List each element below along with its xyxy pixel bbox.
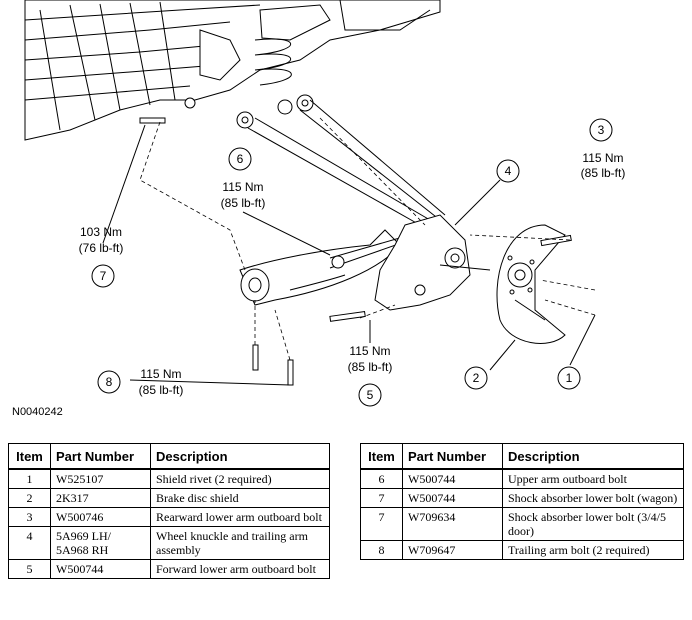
callout-3-torque-lbft: (85 lb-ft) [581,166,626,180]
callout-8-torque-nm: 115 Nm [140,367,181,381]
callout-6-torque-lbft: (85 lb-ft) [221,196,266,210]
cell-description: Trailing arm bolt (2 required) [502,540,684,560]
figure-id: N0040242 [12,406,63,418]
cell-part-number: W500744 [402,468,503,489]
table-row: 7 W500744 Shock absorber lower bolt (wag… [360,488,684,508]
callout-7-torque-lbft: (76 lb-ft) [79,241,124,255]
callout-2-circle [464,366,488,390]
table-row: 7 W709634 Shock absorber lower bolt (3/4… [360,507,684,541]
callout-8-number: 8 [106,375,113,389]
cell-description: Brake disc shield [150,488,330,508]
cell-description: Shock absorber lower bolt (wagon) [502,488,684,508]
table-row: 3 W500746 Rearward lower arm outboard bo… [8,507,330,527]
table-row: 1 W525107 Shield rivet (2 required) [8,468,330,489]
control-arms [239,99,446,306]
header-description: Description [502,443,684,470]
header-item: Item [360,443,403,470]
callout-3-number: 3 [598,123,605,137]
cell-part-number: 5A969 LH/ 5A968 RH [50,526,151,560]
table-header-row: Item Part Number Description [360,443,684,470]
callout-8-circle [97,370,121,394]
header-description: Description [150,443,330,470]
cell-part-number: W500746 [50,507,151,527]
cell-description: Forward lower arm outboard bolt [150,559,330,579]
callout-2-number: 2 [473,371,480,385]
cell-description: Upper arm outboard bolt [502,468,684,489]
callout-5-circle [358,383,382,407]
callout-5-number: 5 [367,388,374,402]
brake-disc-shield [496,224,566,344]
callout-6-circle [228,147,252,171]
table-row: 6 W500744 Upper arm outboard bolt [360,468,684,489]
cell-item: 2 [8,488,51,508]
callout-7-number: 7 [100,269,107,283]
wheel-knuckle [374,214,491,311]
bolts [139,117,572,386]
callout-4-circle [496,159,520,183]
callout-4-number: 4 [505,164,512,178]
callout-3-torque-nm: 115 Nm [582,151,623,165]
cell-item: 3 [8,507,51,527]
cell-description: Shield rivet (2 required) [150,468,330,489]
suspension-diagram: 3 4 6 7 5 8 2 1 115 Nm (85 lb-ft) 115 Nm… [12,0,626,418]
header-item: Item [8,443,51,470]
table-row: 5 W500744 Forward lower arm outboard bol… [8,559,330,579]
cell-part-number: 2K317 [50,488,151,508]
cell-item: 6 [360,468,403,489]
callout-8-torque-lbft: (85 lb-ft) [139,383,184,397]
table-row: 8 W709647 Trailing arm bolt (2 required) [360,540,684,560]
callout-6-number: 6 [237,152,244,166]
callout-3-circle [589,118,613,142]
subframe-illustration [24,0,441,141]
callout-5-torque-lbft: (85 lb-ft) [348,360,393,374]
parts-table-left: Item Part Number Description 1 W525107 S… [8,443,330,579]
cell-item: 7 [360,488,403,508]
header-part-number: Part Number [50,443,151,470]
callout-1-circle [557,366,581,390]
leader-lines [102,124,596,386]
cell-part-number: W525107 [50,468,151,489]
header-part-number: Part Number [402,443,503,470]
cell-part-number: W709647 [402,540,503,560]
cell-item: 7 [360,507,403,541]
cell-description: Shock absorber lower bolt (3/4/5 door) [502,507,684,541]
callout-7-torque-nm: 103 Nm [80,225,122,239]
alignment-lines [139,117,596,361]
cell-item: 1 [8,468,51,489]
cell-item: 5 [8,559,51,579]
table-row: 2 2K317 Brake disc shield [8,488,330,508]
cell-description: Wheel knuckle and trailing arm assembly [150,526,330,560]
callout-1-number: 1 [566,371,573,385]
cell-item: 4 [8,526,51,560]
cell-description: Rearward lower arm outboard bolt [150,507,330,527]
cell-part-number: W500744 [402,488,503,508]
table-row: 4 5A969 LH/ 5A968 RH Wheel knuckle and t… [8,526,330,560]
parts-table-right: Item Part Number Description 6 W500744 U… [360,443,684,560]
callout-circles [91,118,613,407]
callout-7-circle [91,264,115,288]
cell-part-number: W709634 [402,507,503,541]
cell-part-number: W500744 [50,559,151,579]
table-header-row: Item Part Number Description [8,443,330,470]
callout-6-torque-nm: 115 Nm [222,180,263,194]
callout-5-torque-nm: 115 Nm [349,344,390,358]
cell-item: 8 [360,540,403,560]
